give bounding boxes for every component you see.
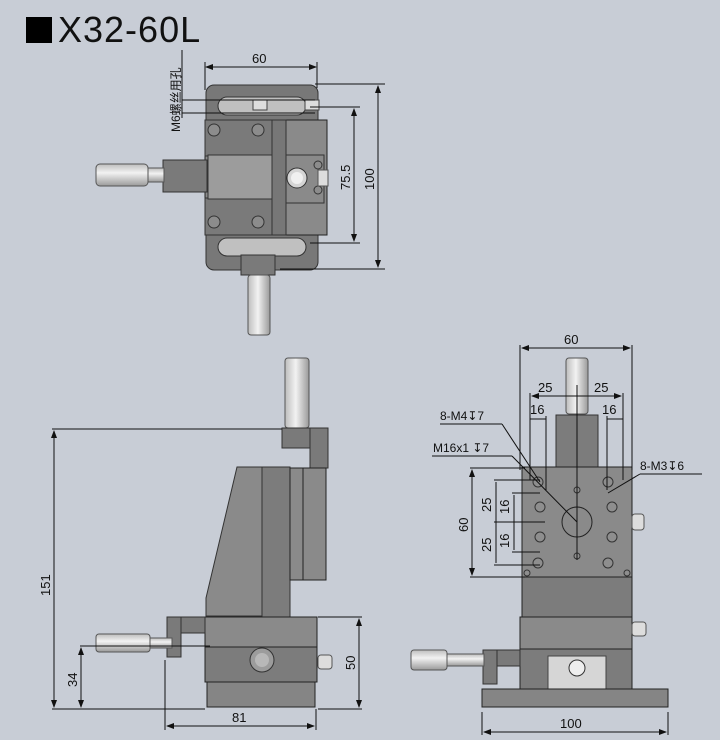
- dim-front-vert-a: 25: [479, 498, 494, 512]
- dim-front-base-width: 100: [560, 716, 582, 731]
- dim-front-vert-b: 25: [479, 538, 494, 552]
- dim-top-height-inner: 75.5: [338, 165, 353, 190]
- note-m3-holes: 8-M3↧6: [640, 459, 684, 473]
- top-view-dimensions: [181, 50, 385, 270]
- dim-top-width: 60: [252, 51, 266, 66]
- dim-front-vert-d: 16: [497, 534, 512, 548]
- side-view: [95, 357, 333, 708]
- front-view: [410, 357, 669, 708]
- note-m4-holes: 8-M4↧7: [440, 409, 484, 423]
- note-m16-thread: M16x1 ↧7: [433, 441, 489, 455]
- product-title: X32-60L: [26, 10, 201, 50]
- note-m6-screw-hole: M6螺丝用孔: [169, 67, 183, 132]
- dim-front-width: 60: [564, 332, 578, 347]
- side-view-dimensions: [51, 428, 362, 730]
- title-square-icon: [26, 17, 52, 43]
- product-model: X32-60L: [58, 9, 202, 50]
- dim-side-depth: 81: [232, 710, 246, 725]
- dim-side-micrometer-height: 34: [65, 673, 80, 687]
- top-view: [95, 84, 329, 336]
- dim-front-inner-a: 16: [530, 402, 544, 417]
- dim-front-inner-b: 16: [602, 402, 616, 417]
- dim-front-vert-c: 16: [497, 500, 512, 514]
- dim-side-height-total: 151: [38, 574, 53, 596]
- dim-front-half-a: 25: [538, 380, 552, 395]
- dim-side-stage-height: 50: [343, 656, 358, 670]
- front-view-dimensions: [432, 345, 702, 735]
- dim-top-height-total: 100: [362, 168, 377, 190]
- dim-front-vert-total: 60: [456, 518, 471, 532]
- dim-front-half-b: 25: [594, 380, 608, 395]
